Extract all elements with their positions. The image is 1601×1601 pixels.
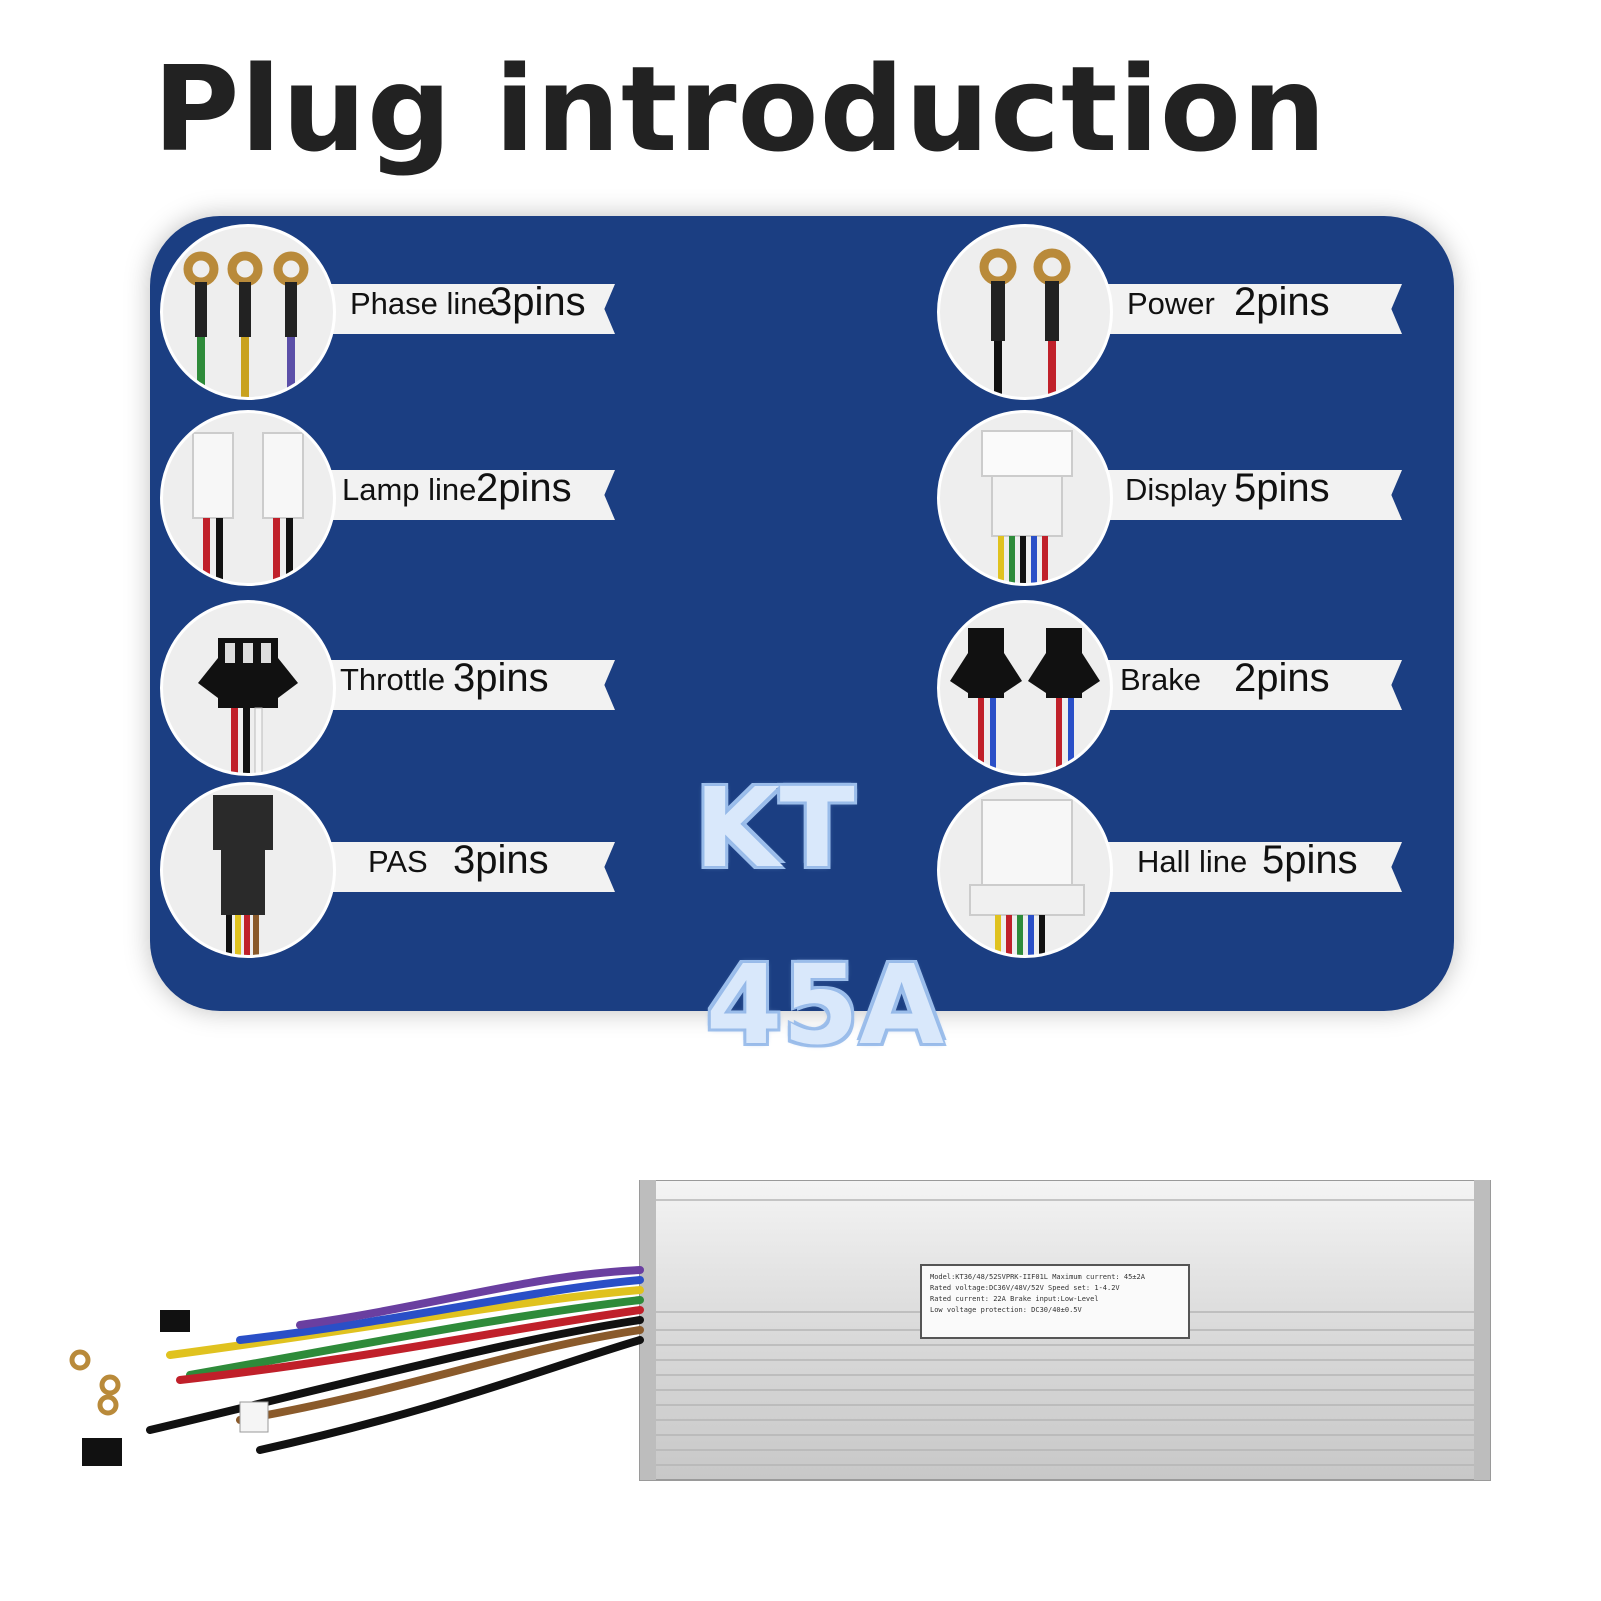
- page-title: Plug introduction: [153, 40, 1327, 178]
- plug-item-power: Power 2pins: [937, 222, 1407, 402]
- plug-item-hall-line: Hall line 5pins: [937, 780, 1407, 960]
- spec-line: Model:KT36/48/52SVPRK-IIF01L Maximum cur…: [930, 1273, 1145, 1281]
- plug-item-brake: Brake 2pins: [937, 598, 1407, 778]
- plug-pins: 3pins: [490, 280, 586, 324]
- brand-badge: KT: [694, 764, 855, 892]
- spec-line: Rated voltage:DC36V/48V/52V Speed set: 1…: [930, 1284, 1120, 1292]
- throttle-connector-icon: [160, 600, 336, 776]
- hall-connector-icon: [937, 782, 1113, 958]
- plug-pins: 3pins: [453, 838, 549, 882]
- controller-spec-label: Model:KT36/48/52SVPRK-IIF01L Maximum cur…: [920, 1264, 1190, 1339]
- plug-label: Throttle: [340, 662, 446, 697]
- plug-label: Hall line: [1137, 844, 1248, 879]
- plug-label: Lamp line: [342, 472, 477, 507]
- controller-image: [60, 1179, 1540, 1520]
- power-ring-terminals-icon: [937, 224, 1113, 400]
- plug-item-pas: PAS 3pins: [150, 780, 620, 960]
- plug-pins: 5pins: [1234, 466, 1330, 510]
- display-connector-icon: [937, 410, 1113, 586]
- plug-label: PAS: [368, 844, 428, 879]
- spec-line: Rated current: 22A Brake input:Low-Level: [930, 1295, 1099, 1303]
- plug-item-throttle: Throttle 3pins: [150, 598, 620, 778]
- plug-label: Display: [1125, 472, 1227, 507]
- pas-connector-icon: [160, 782, 336, 958]
- plug-pins: 2pins: [1234, 656, 1330, 700]
- plug-item-display: Display 5pins: [937, 408, 1407, 588]
- plug-item-phase-line: Phase line 3pins: [150, 222, 620, 402]
- plug-item-lamp-line: Lamp line 2pins: [150, 408, 620, 588]
- lamp-connector-icon: [160, 410, 336, 586]
- plug-pins: 5pins: [1262, 838, 1358, 882]
- plug-pins: 2pins: [476, 466, 572, 510]
- spec-line: Low voltage protection: DC30/40±0.5V: [930, 1306, 1082, 1314]
- rating-badge: 45A: [705, 941, 945, 1069]
- brake-connector-icon: [937, 600, 1113, 776]
- phase-ring-terminals-icon: [160, 224, 336, 400]
- plug-label: Phase line: [350, 286, 495, 321]
- plug-label: Power: [1127, 286, 1215, 321]
- plug-pins: 2pins: [1234, 280, 1330, 324]
- plug-pins: 3pins: [453, 656, 549, 700]
- plug-label: Brake: [1120, 662, 1201, 697]
